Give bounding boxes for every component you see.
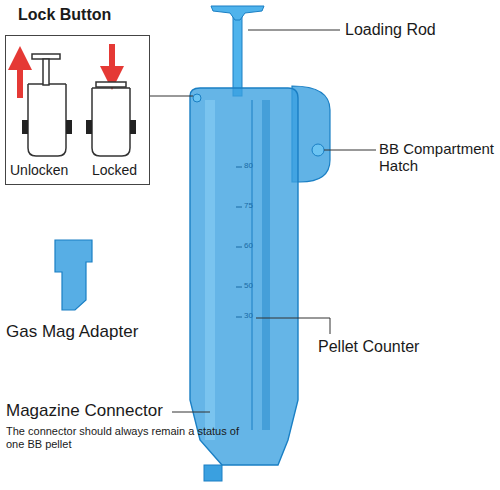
inset-heading: Lock Button xyxy=(18,6,111,24)
part-name: Loading Rod xyxy=(345,21,436,39)
note-text: The connector should always remain a sta… xyxy=(6,425,241,450)
speed-loader xyxy=(190,6,330,481)
scale-number: 80 xyxy=(244,161,253,170)
scale-number: 75 xyxy=(244,201,253,210)
scale-number: 30 xyxy=(244,311,253,320)
scale-number: 50 xyxy=(244,281,253,290)
lock-button-figure xyxy=(20,44,136,156)
part-name: BB Compartment Hatch xyxy=(379,140,497,175)
inset-box: Lock ButtonUnlockenLocked xyxy=(5,35,150,185)
state-label: Locked xyxy=(92,162,137,178)
scale-number: 60 xyxy=(244,241,253,250)
gas-mag-adapter xyxy=(55,240,92,310)
part-name: Gas Mag Adapter xyxy=(6,322,138,342)
part-name: Magazine Connector xyxy=(6,401,163,421)
state-label: Unlocken xyxy=(10,162,68,178)
part-name: Pellet Counter xyxy=(318,338,419,356)
